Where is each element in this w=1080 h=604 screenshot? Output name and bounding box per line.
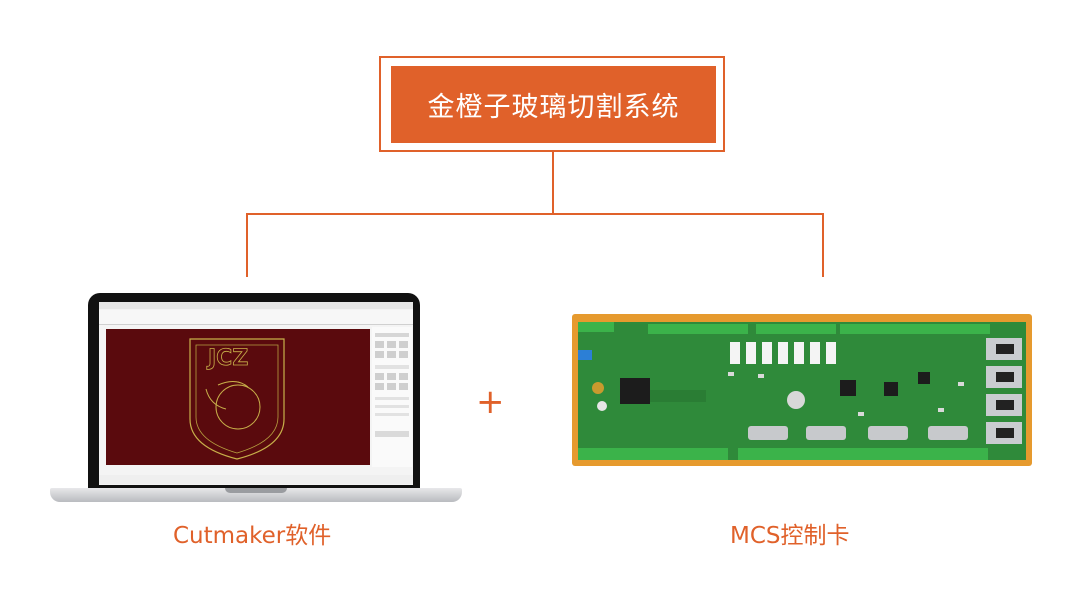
svg-text:JCZ: JCZ [206,346,248,371]
screen-canvas: JCZ [106,329,370,465]
connector-horizontal [246,213,824,215]
screen-statusbar [99,475,413,484]
left-caption: Cutmaker软件 [173,523,332,549]
laptop-notch [225,488,287,493]
connector-right-drop [822,213,824,277]
shield-logo-drawing: JCZ [189,338,285,460]
laptop-base [50,488,462,502]
right-caption: MCS控制卡 [730,523,850,549]
plus-connector: + [476,382,505,422]
connector-vertical-main [552,152,554,214]
connector-left-drop [246,213,248,277]
pcb-board [578,322,1026,460]
screen-sidepanel [372,327,412,467]
diagram-title: 金橙子玻璃切割系统 [391,66,716,143]
screen-titlebar [99,302,413,309]
screen-toolbar [99,310,413,325]
pcb-details [578,322,1022,460]
